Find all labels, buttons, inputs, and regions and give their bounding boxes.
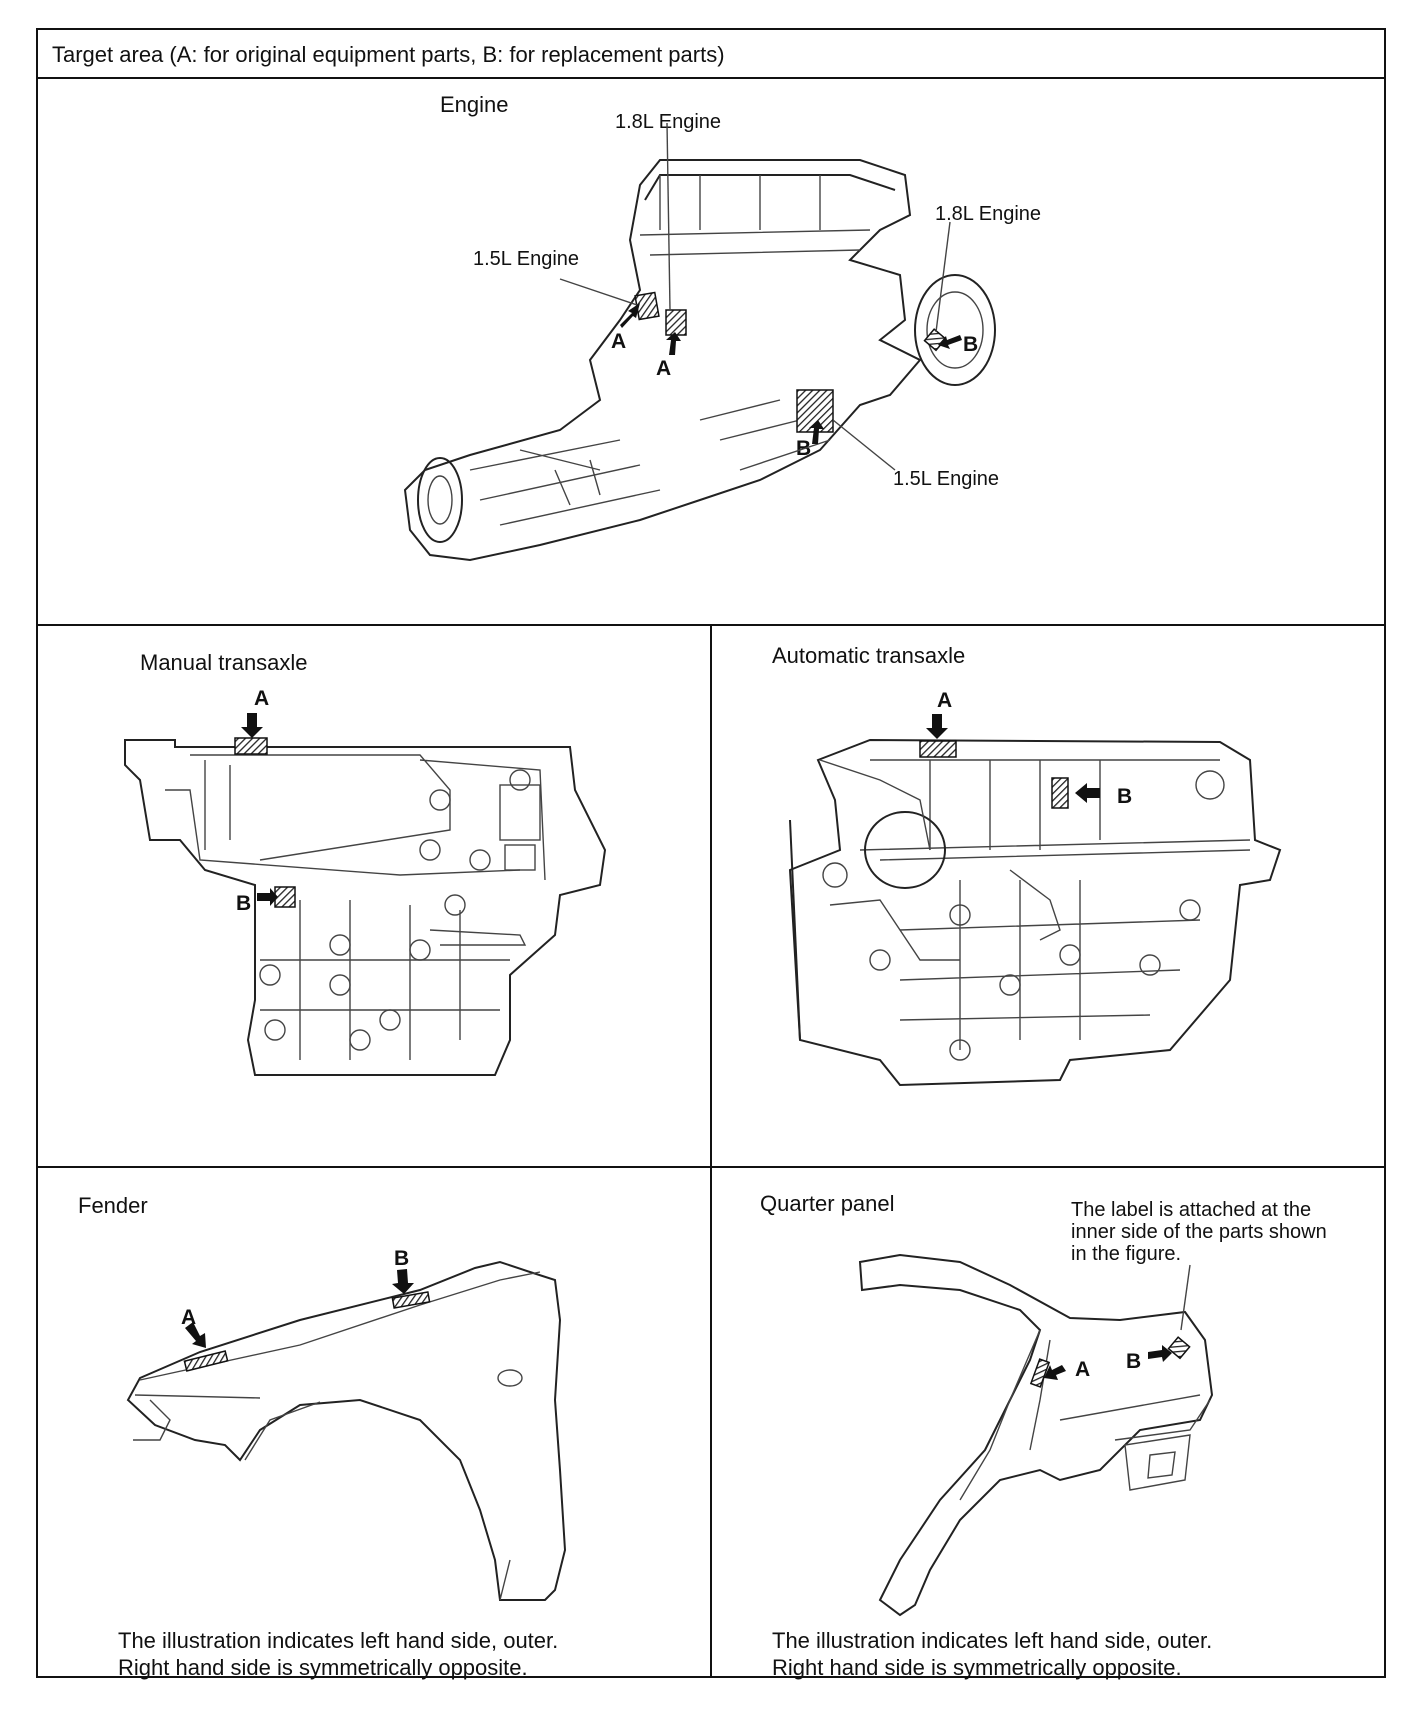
engine-marker-a-center: A [656, 357, 672, 380]
fender-illustration [126, 1260, 567, 1601]
quarter-panel-illustration [858, 1253, 1214, 1617]
engine-callout-18-top: 1.8L Engine [615, 111, 722, 133]
automatic-marker-a: A [937, 689, 953, 712]
fender-marker-b: B [394, 1247, 410, 1270]
automatic-transaxle-illustration [788, 714, 1282, 1087]
quarter-title: Quarter panel [760, 1191, 895, 1216]
automatic-title: Automatic transaxle [772, 643, 966, 668]
manual-marker-a: A [254, 687, 270, 710]
manual-title: Manual transaxle [140, 650, 308, 675]
quarter-inner-note: The label is attached at the inner side … [1071, 1199, 1327, 1265]
fender-note: The illustration indicates left hand sid… [118, 1627, 558, 1681]
column-divider [710, 624, 712, 1678]
engine-callout-15-bottom: 1.5L Engine [893, 468, 1000, 490]
fender-note-line1: The illustration indicates left hand sid… [118, 1628, 559, 1653]
header-title: Target area (A: for original equipment p… [52, 42, 725, 67]
fender-title: Fender [78, 1193, 148, 1218]
quarter-marker-b: B [1126, 1350, 1142, 1373]
quarter-note-line1: The illustration indicates left hand sid… [772, 1628, 1213, 1653]
manual-marker-b: B [236, 892, 252, 915]
quarter-inner-note-line1: The label is attached at the [1071, 1199, 1312, 1221]
engine-marker-b-right: B [963, 333, 979, 356]
quarter-inner-note-line3: in the figure. [1071, 1243, 1182, 1265]
automatic-marker-b: B [1117, 785, 1133, 808]
quarter-marker-a: A [1075, 1358, 1091, 1381]
engine-illustration [403, 122, 996, 562]
fender-note-line2: Right hand side is symmetrically opposit… [118, 1655, 528, 1680]
quarter-note-line2: Right hand side is symmetrically opposit… [772, 1655, 1182, 1680]
engine-title: Engine [440, 92, 509, 117]
engine-callout-18-right: 1.8L Engine [935, 203, 1042, 225]
quarter-inner-note-line2: inner side of the parts shown [1071, 1221, 1327, 1243]
engine-marker-a-left: A [611, 330, 627, 353]
manual-transaxle-illustration [124, 713, 607, 1076]
quarter-note: The illustration indicates left hand sid… [772, 1627, 1212, 1681]
engine-callout-15-left: 1.5L Engine [473, 248, 580, 270]
header-divider [36, 77, 1386, 79]
